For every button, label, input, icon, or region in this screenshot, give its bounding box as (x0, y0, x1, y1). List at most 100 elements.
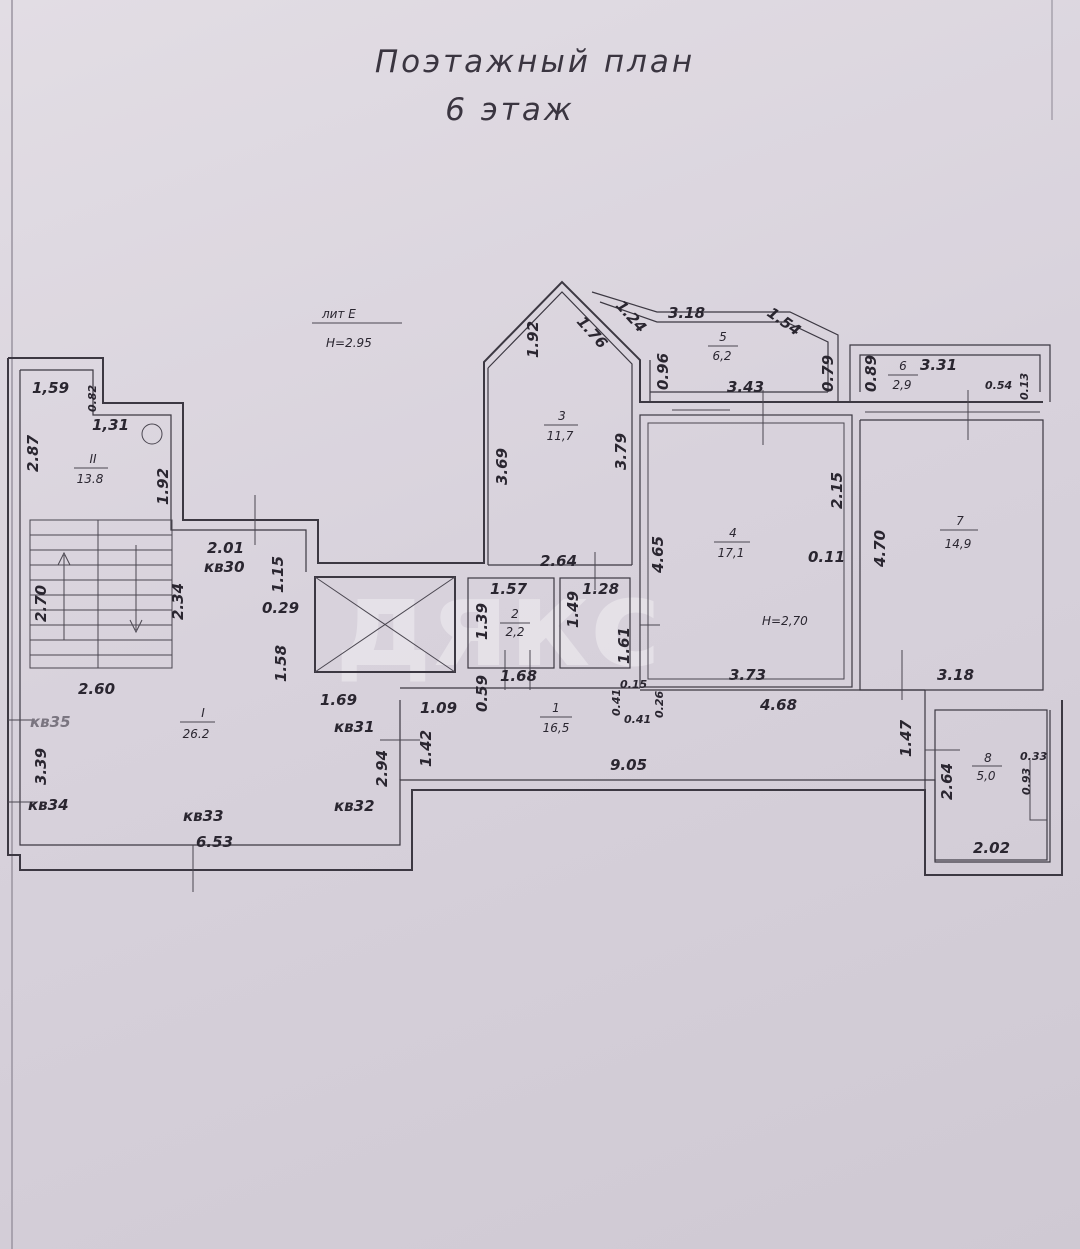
apartment-label: кв30 (204, 558, 245, 576)
room-number: 8 (984, 751, 992, 765)
dimension-label: 0.15 (620, 678, 647, 691)
apartment-label: кв32 (334, 797, 375, 815)
wall-ticks (8, 390, 969, 892)
apartment-label: кв34 (28, 796, 69, 814)
apartment-label: кв31 (334, 718, 375, 736)
room-area: 14,9 (945, 537, 972, 551)
staircase (29, 519, 173, 669)
room-number: 6 (899, 359, 907, 373)
room-area: 17,1 (718, 546, 745, 560)
plan-title: Поэтажный план (375, 44, 695, 80)
room-area: 2,9 (892, 378, 911, 392)
room-area: 26.2 (183, 727, 210, 741)
room-number: 3 (558, 409, 566, 423)
lit-label: лит Е (321, 307, 356, 321)
dimension-label: 2.02 (973, 839, 1010, 857)
dimension-label: 0.96 (654, 353, 672, 390)
room-4-outline (639, 409, 853, 688)
room-number: II (89, 452, 97, 466)
dimension-label: 2.34 (169, 583, 187, 620)
dimension-labels: 1,59 0.82 1,31 2.87 1.92 2.01 1.15 2.70 … (24, 297, 1047, 857)
dimension-label: 3.39 (32, 748, 50, 785)
dimension-label: 0.59 (473, 675, 491, 712)
dimension-label: 1.39 (473, 603, 491, 640)
dimension-label: 2.94 (373, 750, 391, 787)
room-area: 16,5 (543, 721, 570, 735)
apartment-label: кв35 (30, 713, 71, 731)
dimension-label: 1.92 (524, 321, 542, 358)
dimension-label: 3.73 (729, 666, 766, 684)
dimension-label: 0.82 (86, 385, 99, 412)
dimension-label: 1.61 (615, 627, 633, 664)
dimension-label: 1.92 (154, 468, 172, 505)
room-number: I (201, 706, 205, 720)
apartment-labels: кв30 кв31 кв32 кв33 кв34 кв35 (28, 558, 375, 825)
dimension-label: 2.64 (540, 552, 577, 570)
dimension-label: 0.11 (808, 548, 845, 566)
dimension-label: 4.70 (871, 530, 889, 568)
elevator-shaft (314, 576, 456, 673)
dimension-label: 6.53 (196, 833, 233, 851)
room-number: 1 (552, 701, 560, 715)
room-6-outline (849, 344, 1051, 402)
walls-left-block (7, 280, 1063, 876)
dimension-label: 3.43 (727, 378, 764, 396)
floor-label: 6 этаж (445, 92, 575, 128)
dimension-label: 1.24 (612, 297, 650, 337)
room-8-outline (934, 709, 1048, 861)
dimension-label: 4.65 (649, 536, 667, 574)
vent-duct-icon (141, 423, 163, 445)
dimension-label: 3.31 (920, 356, 957, 374)
dimension-label: 0.41 (610, 689, 623, 716)
dimension-label: 0.54 (985, 379, 1012, 392)
dimension-label: 4.68 (759, 696, 797, 714)
room-number: 4 (729, 526, 737, 540)
dimension-label: 1.09 (420, 699, 457, 717)
dimension-label: 1.49 (564, 591, 582, 628)
dimension-label: 1.76 (573, 313, 611, 353)
dimension-label: 2.01 (207, 539, 244, 557)
dimension-label: 2.60 (78, 680, 115, 698)
dimension-label: 1.69 (320, 691, 357, 709)
dimension-label: 0.89 (862, 355, 880, 392)
dimension-label: 1.58 (272, 645, 290, 682)
dimension-label: 3.69 (493, 448, 511, 485)
dimension-label: 2.64 (938, 763, 956, 800)
dimension-label: 3.18 (937, 666, 974, 684)
dimension-label: 2.70 (32, 585, 50, 622)
dimension-label: 0.41 (624, 713, 651, 726)
room-3-outline (487, 291, 633, 566)
room-area: 6,2 (712, 349, 731, 363)
room-area: 2,2 (505, 625, 524, 639)
dimension-label: 9.05 (610, 756, 647, 774)
dimension-label: 3.79 (612, 433, 630, 470)
room-number: 5 (719, 330, 727, 344)
dimension-label: 0.26 (653, 691, 666, 718)
ceiling-height-label: H=2.95 (326, 336, 372, 350)
dimension-label: 0.33 (1020, 750, 1047, 763)
room-labels: II 13.8 I 26.2 1 16,5 2 2,2 3 11,7 4 17,… (74, 330, 1002, 783)
room-number: 7 (956, 514, 964, 528)
room-area: 13.8 (77, 472, 104, 486)
room-4-ceiling-height: H=2,70 (762, 614, 808, 628)
apartment-label: кв33 (183, 807, 224, 825)
dimension-label: 1.15 (269, 556, 287, 593)
room-area: 11,7 (547, 429, 574, 443)
dimension-label: 1,31 (92, 416, 129, 434)
dimension-label: 2.15 (828, 472, 846, 509)
room-area: 5,0 (976, 769, 995, 783)
dimension-label: 0.79 (819, 355, 837, 392)
dimension-label: 1.42 (417, 730, 435, 767)
dimension-label: 0.29 (262, 599, 299, 617)
watermark-logo: дякс (335, 555, 662, 694)
dimension-label: 0.13 (1018, 373, 1031, 400)
dimension-label: 0.93 (1020, 768, 1033, 795)
room-number: 2 (511, 607, 519, 621)
dimension-label: 1,59 (32, 379, 69, 397)
dimension-label: 1.68 (500, 667, 537, 685)
dimension-label: 1.54 (764, 304, 805, 340)
room-7-outline (859, 411, 1044, 691)
dimension-label: 3.18 (668, 304, 705, 322)
dimension-label: 1.57 (490, 580, 528, 598)
